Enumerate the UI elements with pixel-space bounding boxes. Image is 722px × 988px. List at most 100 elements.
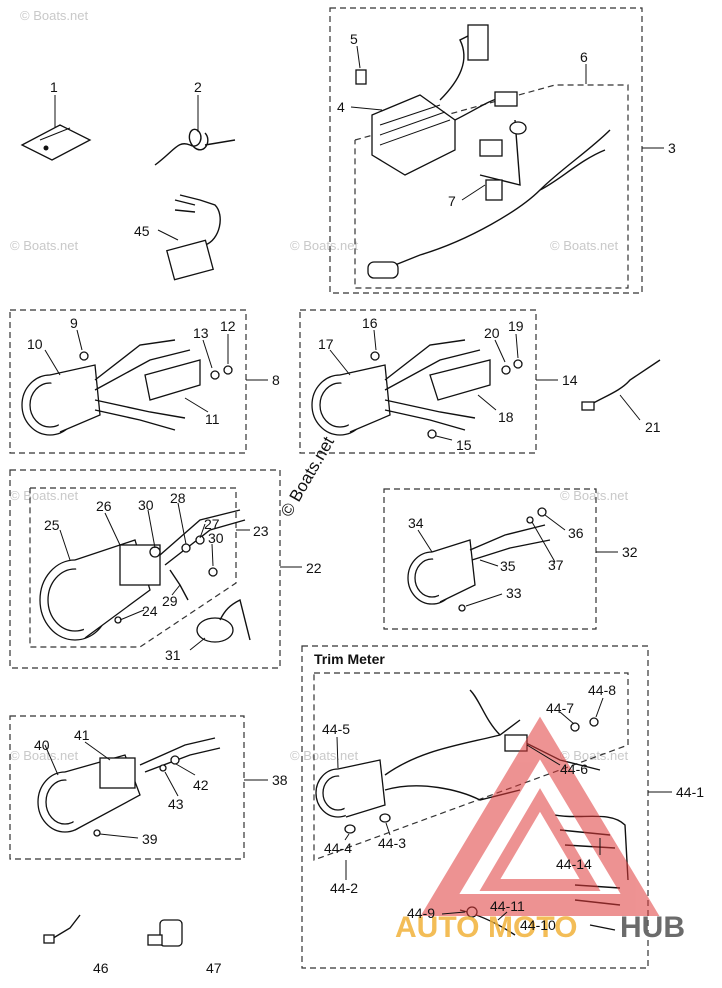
callout: 9 <box>70 315 78 331</box>
callout: 38 <box>272 772 288 788</box>
group-box-22 <box>9 469 281 669</box>
part-45-harness <box>166 194 221 281</box>
callout: 36 <box>568 525 584 541</box>
callout: 44-8 <box>588 682 616 698</box>
callout: 45 <box>134 223 150 239</box>
callout: 30 <box>138 497 154 513</box>
callout: 27 <box>204 516 220 532</box>
group-box-38 <box>9 715 245 860</box>
callout: 13 <box>193 325 209 341</box>
callout: 22 <box>306 560 322 576</box>
callout: 34 <box>408 515 424 531</box>
watermark: © Boats.net <box>10 488 79 503</box>
part-4-regulator <box>355 24 518 176</box>
part-40-gauge <box>37 737 221 837</box>
group-box-44-2 <box>313 672 629 861</box>
callout: 41 <box>74 727 90 743</box>
leader-lines <box>44 45 672 921</box>
callout: 33 <box>506 585 522 601</box>
callout: 3 <box>668 140 676 156</box>
callout: 39 <box>142 831 158 847</box>
callout: 11 <box>205 411 220 427</box>
watermark: © Boats.net <box>560 748 629 763</box>
part-10-meter <box>21 339 233 436</box>
group-box-44-1 <box>301 645 649 969</box>
callout: 30 <box>208 530 224 546</box>
callout: 44-6 <box>560 761 588 777</box>
brand-moto: MOTO <box>488 911 577 944</box>
callout: 19 <box>508 318 524 334</box>
group-box-32 <box>383 488 597 630</box>
watermark: © Boats.net <box>560 488 629 503</box>
callout: 37 <box>548 557 564 573</box>
part-1-pad <box>20 124 92 161</box>
callout: 44-3 <box>378 835 406 851</box>
callout: 6 <box>580 49 588 65</box>
section-title: Trim Meter <box>314 651 385 667</box>
part-46-lead <box>43 914 81 944</box>
part-31-switch <box>196 598 251 643</box>
callout: 8 <box>272 372 280 388</box>
callout: 44-4 <box>324 840 352 856</box>
callout: 24 <box>142 603 158 619</box>
callout: 23 <box>253 523 269 539</box>
callouts: 1 2 3 4 5 6 7 8 9 10 11 12 13 14 15 16 1… <box>27 31 704 976</box>
callout: 44-7 <box>546 700 574 716</box>
watermark: © Boats.net <box>550 238 619 253</box>
callout: 14 <box>562 372 578 388</box>
callout: 16 <box>362 315 378 331</box>
callout: 44-14 <box>556 856 592 872</box>
callout: 25 <box>44 517 60 533</box>
watermark: © Boats.net <box>290 748 359 763</box>
center-watermark: © Boats.net <box>277 433 338 520</box>
callout: 26 <box>96 498 112 514</box>
callout: 7 <box>448 193 456 209</box>
brand-auto: AUTO <box>395 911 479 944</box>
part-44-5-trim-meter <box>315 689 629 936</box>
part-25-gauge <box>39 509 246 641</box>
part-2-spring <box>154 128 236 166</box>
callout: 2 <box>194 79 202 95</box>
callout: 44-2 <box>330 880 358 896</box>
callout: 44-5 <box>322 721 350 737</box>
callout: 44-10 <box>520 917 556 933</box>
callout: 15 <box>456 437 472 453</box>
callout: 4 <box>337 99 345 115</box>
group-box-3 <box>329 7 643 294</box>
callout: 5 <box>350 31 358 47</box>
callout: 46 <box>93 960 109 976</box>
part-21-lead <box>581 359 661 411</box>
callout: 12 <box>220 318 236 334</box>
callout: 28 <box>170 490 186 506</box>
automotohub-logo <box>420 716 660 916</box>
callout: 44-11 <box>490 898 525 914</box>
callout: 40 <box>34 737 50 753</box>
callout: 32 <box>622 544 638 560</box>
callout: 1 <box>50 79 58 95</box>
brand-hub: HUB <box>620 911 685 944</box>
part-34-gauge <box>407 507 551 612</box>
callout: 44-1 <box>676 784 704 800</box>
callout: 21 <box>645 419 661 435</box>
callout: 17 <box>318 336 334 352</box>
callout: 20 <box>484 325 500 341</box>
callout: 10 <box>27 336 43 352</box>
callout: 42 <box>193 777 209 793</box>
callout: 29 <box>162 593 178 609</box>
part-6-harness <box>367 119 611 279</box>
callout: 44-9 <box>407 905 435 921</box>
callout: 47 <box>206 960 222 976</box>
callout: 31 <box>165 647 181 663</box>
watermark-layer: © Boats.net © Boats.net © Boats.net © Bo… <box>10 8 629 763</box>
part-17-meter <box>311 339 523 439</box>
callout: 18 <box>498 409 514 425</box>
callout: 43 <box>168 796 184 812</box>
watermark: © Boats.net <box>290 238 359 253</box>
watermark: © Boats.net <box>10 748 79 763</box>
group-box-23 <box>29 487 237 648</box>
group-box-6 <box>354 84 629 289</box>
callout: 35 <box>500 558 516 574</box>
watermark: © Boats.net <box>10 238 79 253</box>
watermark: © Boats.net <box>20 8 89 23</box>
